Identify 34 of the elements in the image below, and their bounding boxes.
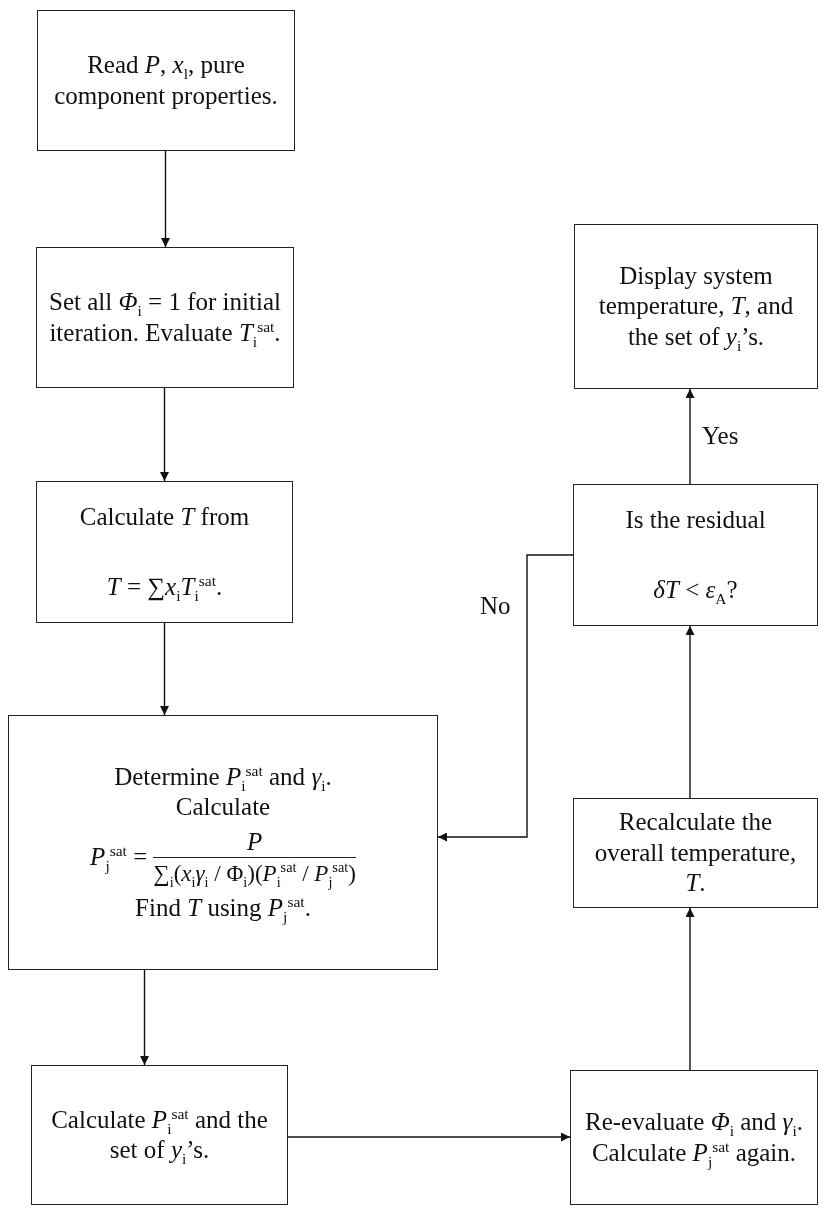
arrow bbox=[685, 625, 695, 799]
process-box bbox=[36, 481, 293, 623]
arrow bbox=[287, 1132, 571, 1142]
process-box bbox=[573, 798, 818, 908]
step-text: Find T using P$_{j}$$^{sat}$. bbox=[135, 892, 311, 923]
arrow bbox=[140, 969, 149, 1066]
step-text: T = ∑x$_{i}$T$_{i}$$^{sat}$. bbox=[106, 572, 223, 603]
step-text: Recalculate the overall temperature, T. bbox=[593, 807, 798, 899]
decision-box bbox=[573, 484, 818, 626]
process-box bbox=[36, 247, 294, 388]
step-text: Set all Φ$_{i}$ = 1 for initial iteration. Evaluate T$_{i}$$^{sat}$. bbox=[48, 287, 282, 348]
arrow bbox=[161, 150, 170, 248]
step-text: Read P, x$_{l}$, pure component properties. bbox=[53, 50, 279, 111]
process-box bbox=[31, 1065, 288, 1205]
step-text: δT < ε$_{A}$? bbox=[653, 575, 738, 606]
process-box bbox=[8, 715, 438, 970]
step-text: Display system temperature, T, and the set of y$_{i}$’s. bbox=[597, 260, 795, 353]
process-box bbox=[570, 1070, 818, 1205]
step-text: Calculate T from bbox=[79, 501, 250, 532]
step-text: Calculate bbox=[175, 792, 271, 823]
process-box bbox=[37, 10, 295, 151]
formula-text: P$_{j}$$^{sat}$ = bbox=[90, 842, 148, 873]
arrow bbox=[685, 907, 695, 1071]
step-text: Re-evaluate Φ$_{i}$ and γ$_{i}$. Calculate P$_{j}$$^{sat}$ again. bbox=[584, 1107, 804, 1168]
arrow bbox=[437, 554, 574, 842]
formula-denominator: ∑$_{i}$(x$_{i}$γ$_{i}$ / Φ$_{i}$)(P$_{i}$$^{sat}$ / P$_{j}$$^{sat}$) bbox=[153, 857, 356, 889]
step-text: Determine P$_{i}$$^{sat}$ and γ$_{i}$. bbox=[114, 761, 332, 793]
formula-numerator: P bbox=[246, 826, 263, 857]
arrow bbox=[160, 622, 169, 716]
arrow bbox=[160, 387, 169, 482]
process-box bbox=[574, 224, 818, 389]
step-text: Calculate P$_{i}$$^{sat}$ and the set of y$_{i}$’s. bbox=[50, 1104, 269, 1166]
arrow bbox=[685, 388, 695, 485]
step-text: Is the residual bbox=[625, 504, 766, 535]
